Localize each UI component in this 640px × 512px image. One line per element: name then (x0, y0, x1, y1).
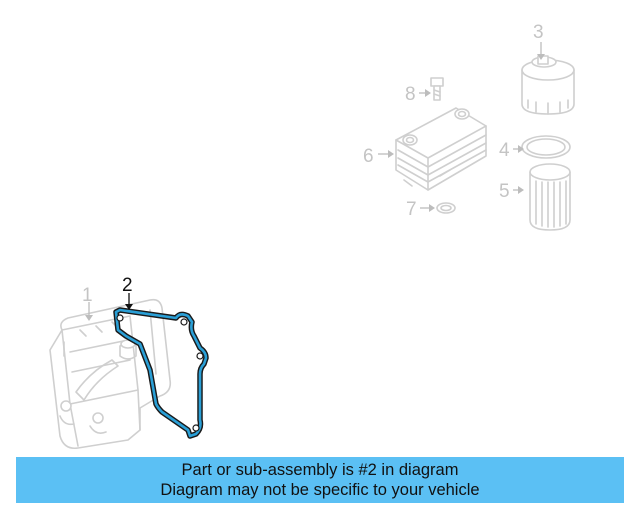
banner-line-2: Diagram may not be specific to your vehi… (160, 481, 480, 499)
banner-line-1: Part or sub-assembly is #2 in diagram (181, 461, 459, 479)
callout-4: 4 (499, 140, 510, 161)
info-banner: Part or sub-assembly is #2 in diagram Di… (16, 457, 624, 503)
seal-ring (436, 202, 456, 214)
filter-housing-cap (521, 55, 575, 115)
callout-3: 3 (533, 22, 544, 43)
callout-7: 7 (406, 199, 417, 220)
gasket[interactable] (113, 307, 209, 439)
bolt (430, 77, 444, 101)
callout-1: 1 (82, 285, 93, 306)
oil-cooler (395, 107, 487, 191)
oil-filter-element (529, 163, 571, 231)
housing-cover (49, 298, 172, 450)
callout-5: 5 (499, 181, 510, 202)
gasket-highlight (114, 308, 208, 438)
callout-8: 8 (405, 84, 416, 105)
callout-2: 2 (122, 275, 133, 296)
callout-6: 6 (363, 146, 374, 167)
